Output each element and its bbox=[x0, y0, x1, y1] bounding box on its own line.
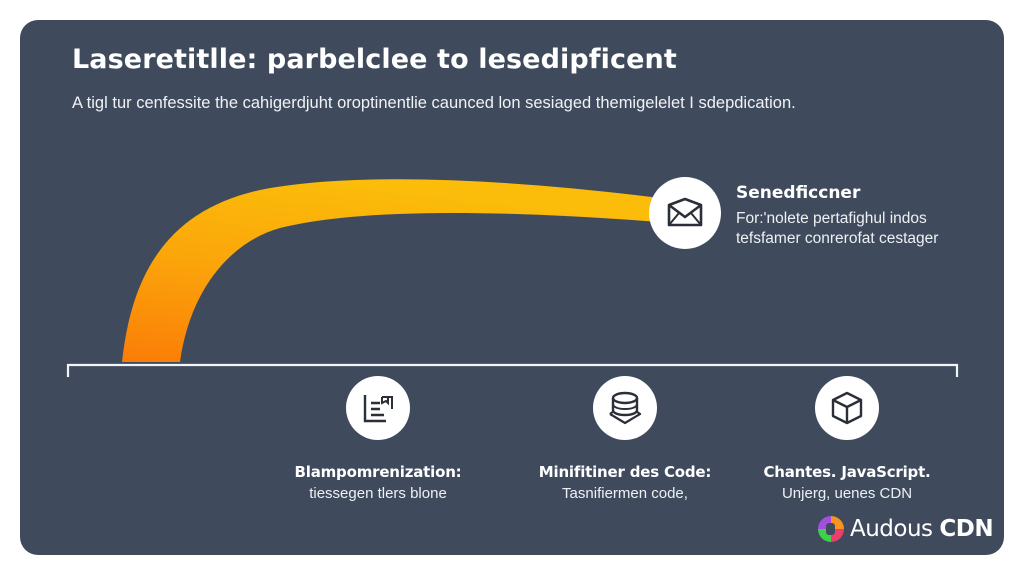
flow-arc bbox=[66, 179, 959, 377]
feature-desc: tiessegen tlers blone bbox=[309, 485, 447, 502]
feature-desc: Tasnifiermen code, bbox=[562, 485, 688, 502]
feature-icon-circle bbox=[593, 376, 657, 440]
flow-curve bbox=[122, 179, 660, 362]
cube-icon bbox=[831, 391, 863, 425]
feature-heading: Chantes. JavaScript. bbox=[763, 463, 931, 481]
envelope-node-desc-1: For:'nolete pertafighul indos bbox=[736, 210, 927, 227]
envelope-node-text: Senedficcner For:'nolete pertafighul ind… bbox=[736, 183, 938, 249]
feature-icon-circle bbox=[815, 376, 879, 440]
page-title: Laseretitlle: parbelclee to lesedipficen… bbox=[72, 44, 677, 75]
envelope-node-heading: Senedficcner bbox=[736, 183, 861, 203]
brand-logo: Audous CDN bbox=[816, 514, 994, 544]
feature-icon-circle bbox=[346, 376, 410, 440]
baseline-bracket bbox=[66, 363, 959, 377]
envelope-node bbox=[649, 177, 721, 249]
feature-heading: Minifitiner des Code: bbox=[538, 463, 712, 481]
feature-item: Blampomrenization: tiessegen tlers blone bbox=[278, 376, 478, 502]
brand-mark-icon bbox=[818, 516, 844, 542]
brand-name-bold: CDN bbox=[939, 516, 994, 542]
feature-desc: Unjerg, uenes CDN bbox=[781, 485, 913, 502]
feature-item: Minifitiner des Code: Tasnifiermen code, bbox=[525, 376, 725, 502]
page-subtitle: A tigl tur cenfessite the cahigerdjuht o… bbox=[72, 94, 796, 112]
envelope-node-desc-2: tefsfamer conrerofat cestager bbox=[736, 230, 939, 247]
feature-heading: Blampomrenization: bbox=[294, 463, 462, 481]
diagram-panel: Laseretitlle: parbelclee to lesedipficen… bbox=[20, 20, 1004, 555]
brand-name: Audous CDN bbox=[850, 516, 994, 542]
document-list-icon bbox=[363, 395, 393, 423]
brand-name-regular: Audous bbox=[850, 516, 933, 542]
feature-item: Chantes. JavaScript. Unjerg, uenes CDN bbox=[747, 376, 947, 502]
envelope-icon bbox=[667, 197, 703, 227]
database-stack-icon bbox=[609, 391, 642, 425]
